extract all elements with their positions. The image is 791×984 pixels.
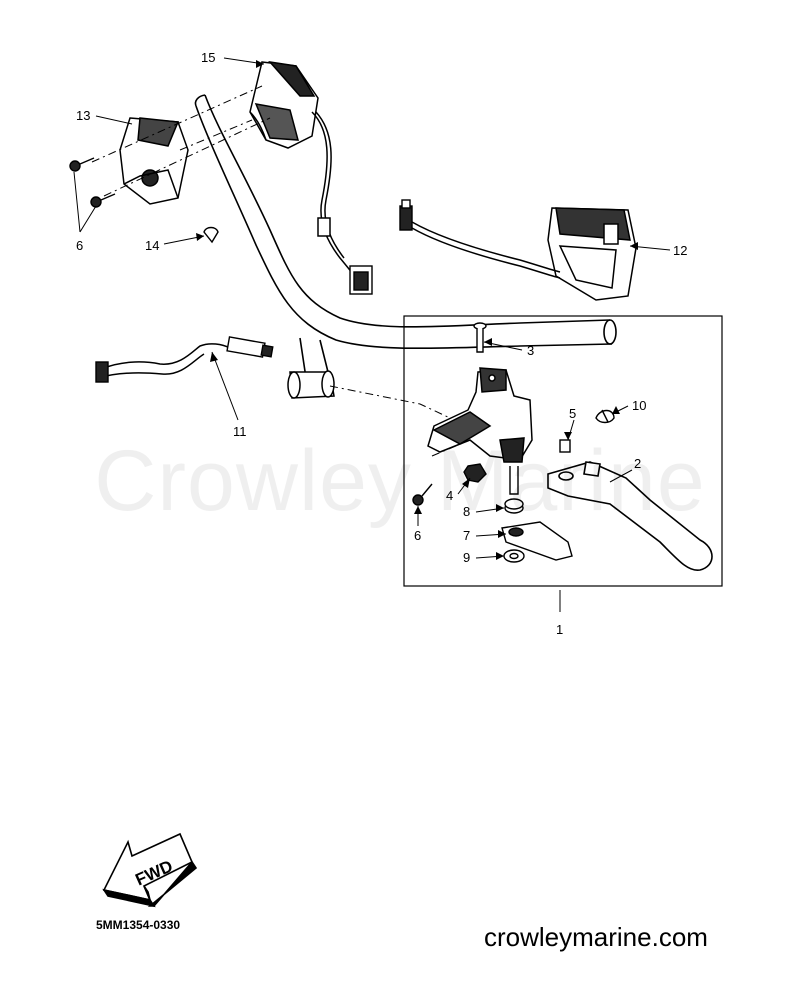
lever-bracket xyxy=(427,367,533,463)
connector-15 xyxy=(349,265,373,295)
screw-6-lower xyxy=(90,193,116,208)
switch-wire-15 xyxy=(311,111,361,283)
callout-11: 11 xyxy=(233,424,247,439)
pivot-pin xyxy=(509,466,519,495)
lever-2 xyxy=(547,461,713,571)
bolt-3 xyxy=(473,322,487,353)
plate-7 xyxy=(501,521,573,561)
callout-6-left: 6 xyxy=(76,238,83,253)
bushing-8 xyxy=(504,498,524,514)
callout-13: 13 xyxy=(76,108,90,123)
site-url: crowleymarine.com xyxy=(484,922,708,952)
washer-9 xyxy=(503,549,525,563)
switch-cover-13 xyxy=(119,117,189,205)
callout-12: 12 xyxy=(673,243,687,258)
callout-2: 2 xyxy=(634,456,641,471)
spring-clip-10 xyxy=(595,409,615,424)
callout-leaders xyxy=(73,57,671,612)
clip-14 xyxy=(203,226,219,244)
watermark: Crowley Marine xyxy=(94,433,706,529)
callout-8: 8 xyxy=(463,504,470,519)
switch-housing-12 xyxy=(547,207,637,301)
screw-6-right xyxy=(412,483,433,506)
screw-6-upper xyxy=(69,157,95,172)
spacer-5 xyxy=(559,439,571,453)
callout-arrowheads xyxy=(196,60,638,560)
callout-5: 5 xyxy=(569,406,576,421)
callout-9: 9 xyxy=(463,550,470,565)
callout-14: 14 xyxy=(145,238,159,253)
callout-1: 1 xyxy=(556,622,563,637)
sensor-lead-11 xyxy=(97,343,231,379)
callout-10: 10 xyxy=(632,398,646,413)
callout-7: 7 xyxy=(463,528,470,543)
fwd-arrow-icon xyxy=(102,832,198,908)
switch-housing-15 xyxy=(249,60,319,149)
switch-cable-12 xyxy=(411,221,561,279)
assembly-box-1 xyxy=(403,315,723,587)
cable-terminal-12 xyxy=(399,199,413,231)
callout-6-right: 6 xyxy=(414,528,421,543)
callout-3: 3 xyxy=(527,343,534,358)
tube-clamp xyxy=(287,370,335,399)
callout-15: 15 xyxy=(201,50,215,65)
sensor-body-11 xyxy=(95,336,274,383)
callout-4: 4 xyxy=(446,488,453,503)
diagram-part-code: 5MM1354-0330 xyxy=(96,918,181,932)
nut-4 xyxy=(463,463,487,483)
